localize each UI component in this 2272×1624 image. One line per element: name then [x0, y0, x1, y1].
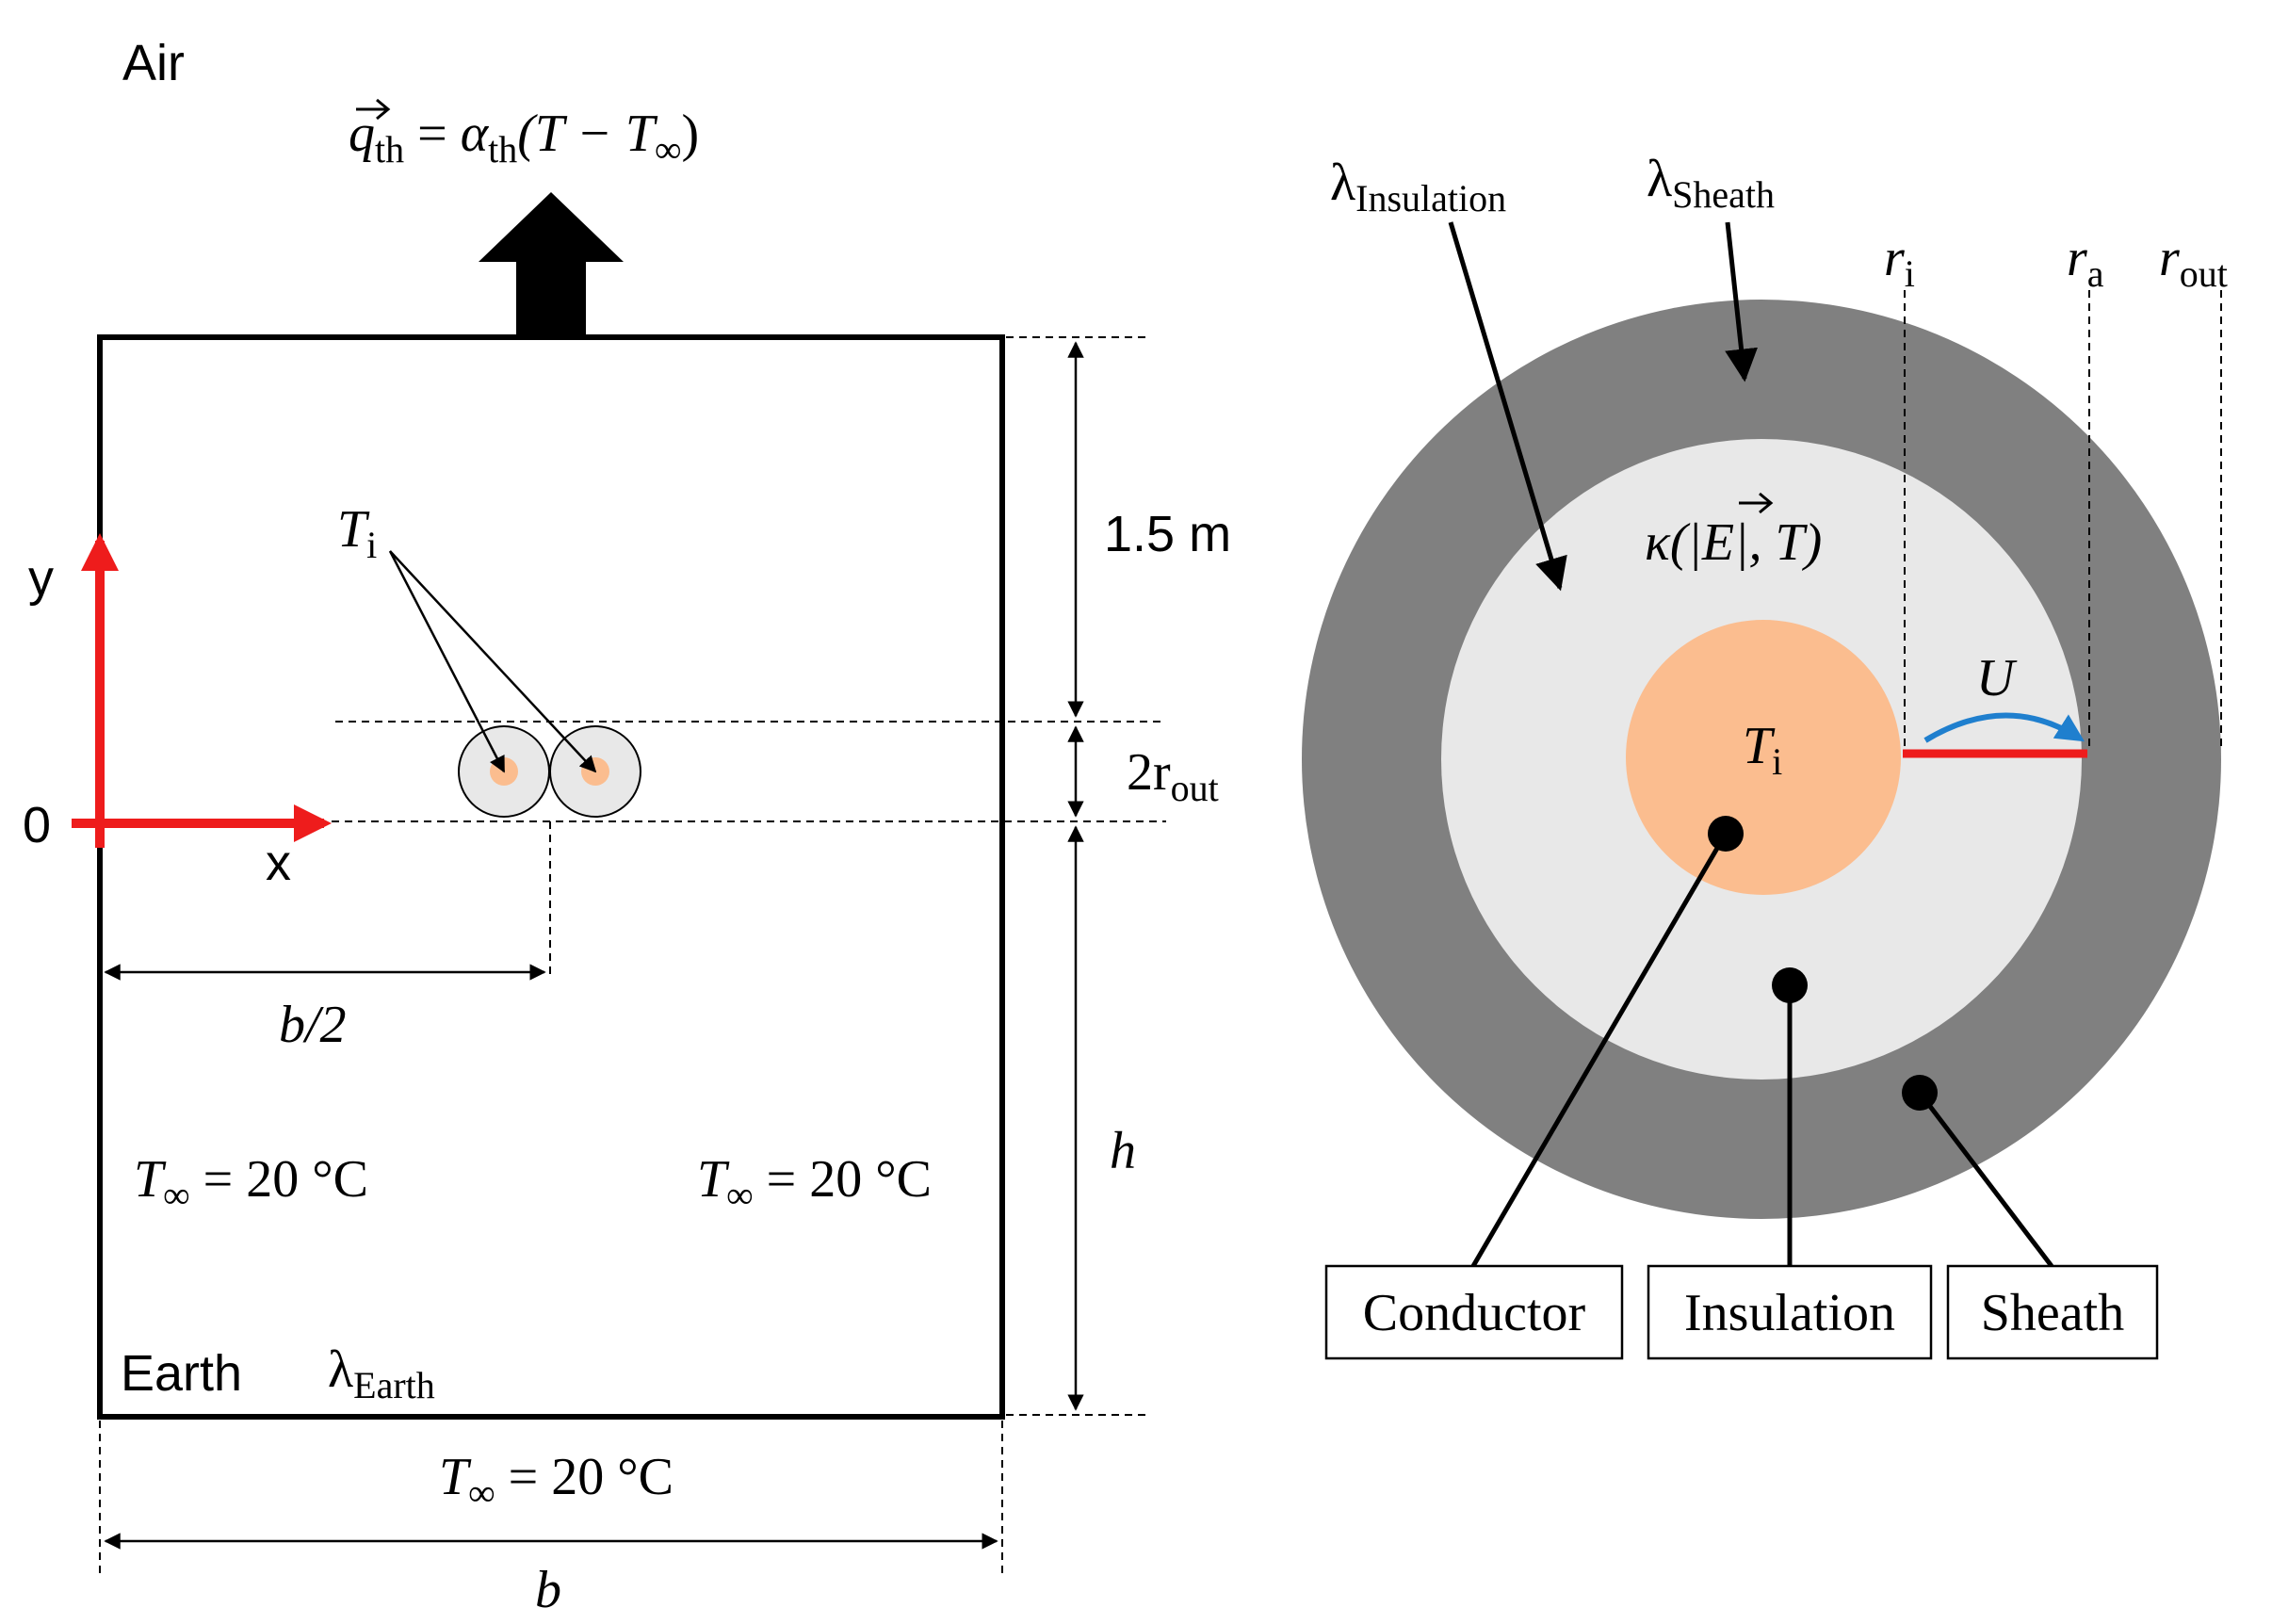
earth-label: Earth [121, 1345, 242, 1402]
ti-pointer-2 [389, 550, 597, 773]
dim-depth-label: 1.5 m [1104, 506, 1231, 562]
earth-domain-boundary [97, 334, 1005, 1420]
heat-flux-arrow-icon [479, 192, 624, 337]
ti-pointer-1 [388, 550, 506, 773]
vector-arrow-icon [356, 98, 391, 121]
lambda-earth-label: λEarth [328, 1340, 435, 1406]
r-out-label: rout [2159, 229, 2228, 295]
flux-q: q [349, 105, 375, 163]
dim-b-label: b [535, 1561, 561, 1619]
right-panel: U ri ra rout λInsulation λSheath κ(|E|, … [1302, 150, 2228, 1360]
conductor-box [1324, 1264, 1624, 1360]
flux-alpha-sub: th [488, 128, 517, 171]
flux-rhs-sub: ∞ [655, 128, 682, 171]
t-infinity-bottom: T∞ = 20 °C [439, 1448, 673, 1514]
origin-label: 0 [23, 797, 51, 853]
insulation-pointer-arrow [1448, 221, 1567, 592]
heat-flux-formula: qth=αth(T − T∞) [349, 98, 699, 171]
r-i-label: ri [1884, 229, 1915, 295]
conductor-core [1626, 620, 1901, 895]
dim-half-width-label: b/2 [279, 996, 347, 1054]
sheath-leader-line [1918, 1091, 2053, 1268]
lambda-insulation-label: λInsulation [1330, 154, 1506, 219]
flux-q-sub: th [375, 128, 404, 171]
dim-h-label: h [1110, 1122, 1136, 1180]
ti-label-left: Ti [337, 500, 377, 566]
lambda-sheath-label: λSheath [1647, 150, 1775, 216]
radius-guides [1904, 290, 2222, 750]
flux-eq: = [417, 105, 447, 163]
flux-alpha: α [461, 105, 490, 163]
r-a-label: ra [2067, 229, 2104, 295]
ti-label-right: Ti [1743, 717, 1782, 783]
insulation-box-label: Insulation [1684, 1284, 1895, 1342]
flux-close: ) [681, 105, 699, 163]
flux-rhs: (T − T [517, 105, 658, 163]
insulation-box [1647, 1264, 1933, 1360]
left-panel: Air qth=αth(T − T∞) y x 0 [23, 35, 1231, 1619]
kappa-label: κ(|E|, T) [1645, 513, 1822, 572]
sheath-pointer-arrow [1725, 221, 1759, 382]
air-label: Air [122, 35, 185, 91]
x-axis-label: x [266, 835, 291, 891]
y-axis-label: y [28, 550, 54, 607]
conductor-box-label: Conductor [1363, 1284, 1586, 1342]
t-infinity-left: T∞ = 20 °C [134, 1150, 368, 1216]
voltage-arrow-icon [1923, 712, 2085, 743]
dashed-guides [81, 336, 1166, 1575]
sheath-box-label: Sheath [1981, 1284, 2124, 1342]
conductor-leader-line [1470, 832, 1728, 1268]
field-vector-arrow-icon [1739, 492, 1774, 514]
dim-diameter-label: 2rout [1127, 743, 1219, 809]
t-infinity-right: T∞ = 20 °C [697, 1150, 932, 1216]
sheath-box [1946, 1264, 2159, 1360]
voltage-label: U [1976, 649, 2018, 707]
svg-text:qth=αth(T − T∞): qth=αth(T − T∞) [349, 105, 699, 171]
